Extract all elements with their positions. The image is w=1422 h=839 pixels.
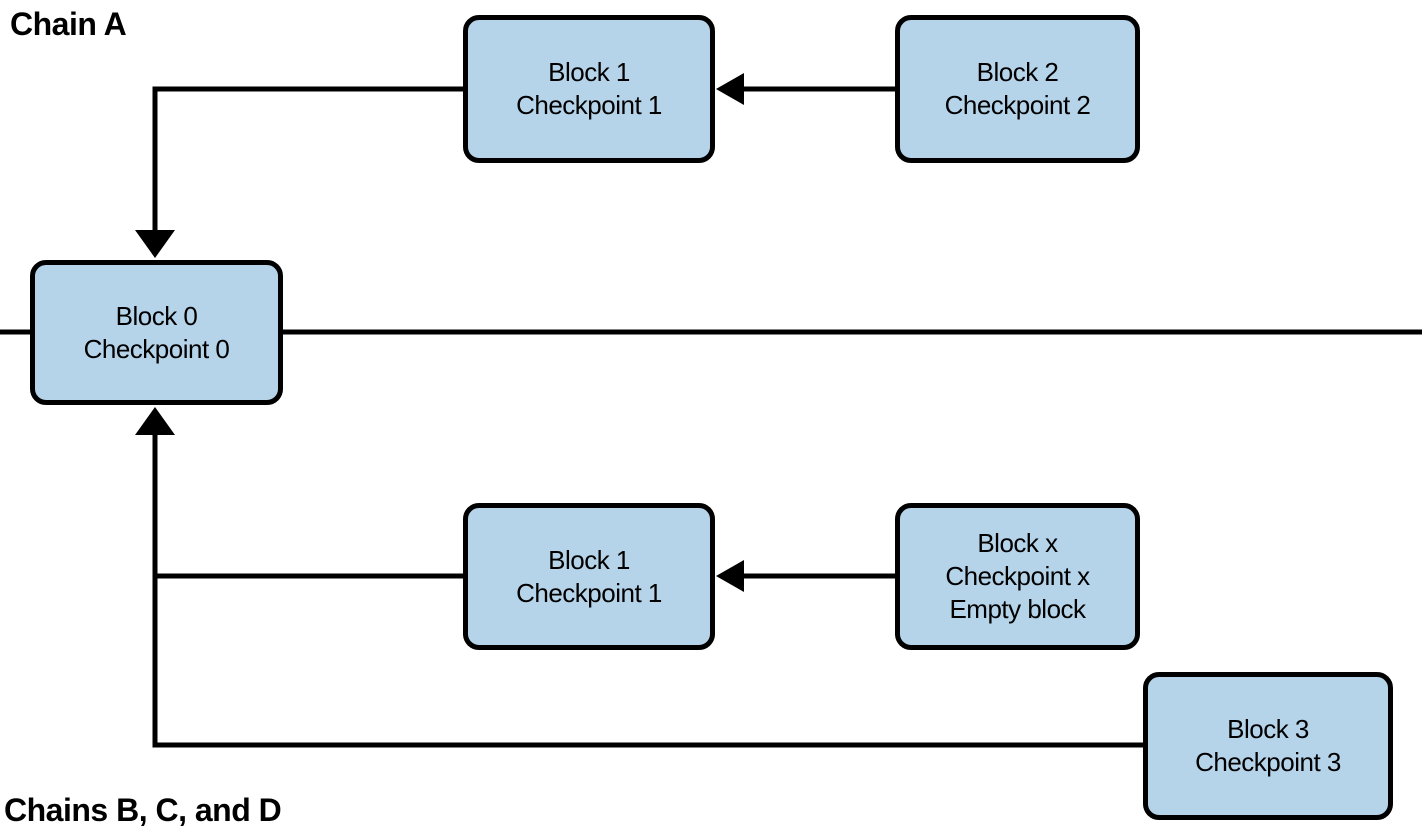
node-text: Checkpoint 3 [1195,747,1341,777]
node-text: Block x [977,528,1058,558]
node-text: Checkpoint 2 [944,90,1091,120]
node-text: Checkpoint 0 [83,333,230,364]
node-text: Block 2 [976,57,1059,87]
node-text: Empty block [949,594,1086,624]
node-block1-chains-bcd: Block 1 Checkpoint 1 [463,503,715,650]
arrowhead-down-into-block0-icon [135,230,175,258]
node-block0-genesis: Block 0 Checkpoint 0 [30,260,283,405]
chains-bcd-connector [152,433,1143,748]
node-text: Checkpoint 1 [516,577,662,608]
node-text: Block 1 [548,57,630,87]
arrowhead-up-into-block0-icon [135,407,175,435]
node-text: Checkpoint x [945,561,1090,591]
node-text: Block 0 [115,300,198,331]
node-text: Block 1 [548,544,630,575]
node-text: Block 3 [1227,714,1309,744]
node-block1-chain-a: Block 1 Checkpoint 1 [463,15,715,163]
chains-bcd-label: Chains B, C, and D [4,792,282,828]
node-text: Checkpoint 1 [516,90,662,120]
node-block3-chains-bcd: Block 3 Checkpoint 3 [1143,672,1393,820]
node-block2-chain-a: Block 2 Checkpoint 2 [895,15,1140,163]
node-blockx-empty: Block x Checkpoint x Empty block [895,503,1140,650]
chain-a-label: Chain A [10,6,127,42]
chain-a-connector [152,86,463,234]
arrowhead-left-top-icon [716,73,744,105]
arrowhead-left-bottom-icon [716,560,744,592]
